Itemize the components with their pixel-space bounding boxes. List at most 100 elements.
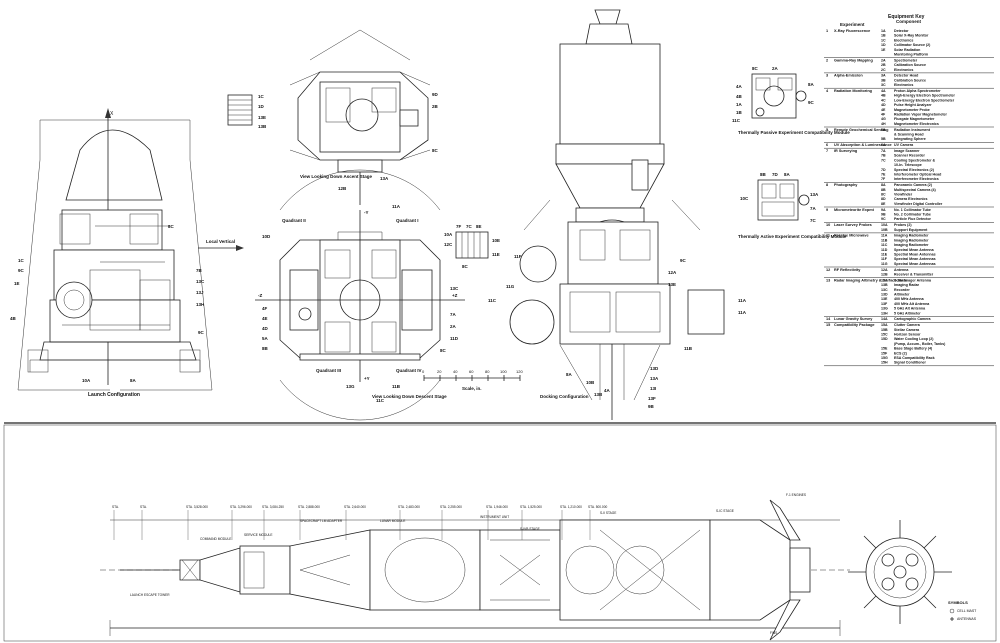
docking-callout: 9B — [648, 404, 655, 409]
equipment-key-code: 10A — [881, 223, 888, 227]
equipment-key-component: Interferometer Optical Head — [894, 173, 941, 177]
equipment-key-col-component: Component — [896, 19, 921, 24]
equipment-key-component: Support Equipment — [894, 228, 928, 232]
launch-callout: 4B — [10, 316, 17, 321]
active-callout: 7C — [810, 218, 817, 223]
equipment-key-component: Multispectral Camera (4) — [894, 188, 937, 192]
equipment-key-component: Probes (2) — [894, 223, 912, 227]
active-callout: 10C — [740, 196, 749, 201]
equipment-key-code: 11G — [881, 262, 888, 266]
equipment-key-code: 5A — [881, 128, 886, 132]
descent-callout: 11D — [450, 336, 459, 341]
launch-callout: 13J — [196, 290, 204, 295]
equipment-key-component: Image Scanner — [894, 149, 920, 153]
passive-callout: 1B — [736, 110, 743, 115]
descent-axis-label: -Y — [364, 210, 369, 215]
docking-callout: 12A — [668, 270, 677, 275]
docking-callout: 11E — [492, 252, 500, 257]
equipment-key-experiment: Radar Imaging Altimetry & Surface State — [834, 278, 907, 282]
docking-callout: 13I — [650, 386, 656, 391]
equipment-key-component: Imaging Radiometer — [894, 243, 929, 247]
equipment-key-code: 13G — [881, 307, 888, 311]
equipment-key-component: Spectral Mean Antenna — [894, 248, 935, 252]
ascent-stage-view: 1C 1D 13E 13B 9D 2B 8C 12B 13A View Look… — [227, 29, 439, 205]
scale-tick: 100 — [500, 369, 507, 374]
docking-callout: 8A — [566, 372, 573, 377]
equipment-key-component: Magnetometer Electronics — [894, 122, 939, 126]
equipment-key-code: 4A — [881, 89, 886, 93]
equipment-key-component: Monitoring Platform — [894, 53, 928, 57]
local-vertical-marker: Local Vertical — [198, 239, 244, 251]
equipment-key-number: 6 — [826, 143, 828, 147]
scale-bar: 0 20 40 60 80 100 120 Scale, in. — [422, 369, 523, 391]
equipment-key-number: 10 — [826, 223, 830, 227]
component-label: FINS — [770, 631, 777, 635]
equipment-key-code: 15C — [881, 333, 888, 337]
equipment-key-experiment: Compatibility Package — [834, 323, 875, 327]
component-label: SERVICE MODULE — [244, 533, 272, 537]
equipment-key-component: Magnetometer Probe — [894, 108, 930, 112]
descent-axis-label: +Y — [364, 376, 370, 381]
equipment-key-component: Clutter Camera — [894, 323, 921, 327]
equipment-key-component: Altimeter — [894, 293, 910, 297]
equipment-key-code: 7B — [881, 154, 886, 158]
equipment-key-code: 12B — [881, 273, 888, 277]
equipment-key-code: 13H — [881, 311, 888, 315]
equipment-key-code: 15A — [881, 323, 888, 327]
docking-callout: 13F — [648, 396, 656, 401]
docking-callout: 7C — [466, 224, 473, 229]
descent-callout: 13G — [346, 384, 355, 389]
equipment-key-component: Spectral Electronics (2) — [894, 168, 935, 172]
equipment-key-code: 1E — [881, 48, 886, 52]
launch-callout: 7B — [196, 268, 203, 273]
docking-callout: 11C — [488, 298, 497, 303]
docking-configuration-caption: Docking Configuration — [540, 394, 589, 399]
launch-callout: 9C — [198, 330, 205, 335]
equipment-key-component: Interferometer Electronics — [894, 177, 939, 181]
component-label: INSTRUMENT UNIT — [480, 515, 509, 519]
equipment-key-component: Panoramic Camera (2) — [894, 183, 933, 187]
station-label: STA. 2,255.000 — [440, 505, 462, 509]
antenna-array-detail: 7F 7C 8E 10E 11E 8C — [455, 224, 500, 269]
equipment-key-code: 8C — [881, 193, 886, 197]
equipment-key-component: No. 1 Collimator Tube — [894, 208, 931, 212]
equipment-key-title: Equipment Key — [888, 14, 925, 20]
equipment-key-code: 11C — [881, 243, 888, 247]
equipment-key-code: 10B — [881, 228, 888, 232]
active-callout: 8B — [760, 172, 767, 177]
equipment-key-code: 8A — [881, 183, 886, 187]
descent-callout: 10D — [262, 234, 271, 239]
quadrant-label: Quadrant III — [316, 368, 341, 373]
station-label: STA. 3,084.250 — [262, 505, 284, 509]
descent-stage-view: -Z +Z -Y +Y Quadrant II Quadrant I Quadr… — [255, 169, 465, 421]
ascent-callout: 13E — [258, 115, 266, 120]
descent-callout: 8C — [440, 348, 447, 353]
equipment-key-component: Calibration Source — [894, 78, 926, 82]
equipment-key-code: 7A — [881, 149, 886, 153]
equipment-key-component: Receiver & Transmitter — [894, 273, 934, 277]
launch-callout: 8A — [130, 378, 137, 383]
equipment-key-number: 5 — [826, 128, 828, 132]
equipment-key-code: 9A — [881, 208, 886, 212]
ascent-callout: 1C — [258, 94, 265, 99]
equipment-key-code: 13D — [881, 293, 888, 297]
equipment-key-component: Radiation Instrument — [894, 128, 931, 132]
ascent-callout: 8C — [432, 148, 439, 153]
equipment-key-experiment: Passive Microwave — [834, 234, 869, 238]
equipment-key-code: 7D — [881, 168, 886, 172]
active-module-view: 8B 7D 8A 10C 13A 7A 7C Thermally Active … — [738, 172, 847, 239]
passive-callout: 9C — [808, 100, 815, 105]
equipment-key-component: Imaging Radar — [894, 283, 920, 287]
station-label: STA. 2,640.000 — [344, 505, 366, 509]
equipment-key-component: Calibration Source — [894, 63, 926, 67]
equipment-key-code: 15H — [881, 361, 888, 365]
equipment-key-component: Water Cooling Loop (2) — [894, 337, 934, 341]
equipment-key-component: ECS (2) — [894, 351, 908, 355]
equipment-key-component: (Pump, Accum., Boiler, Tanks) — [894, 342, 946, 346]
equipment-key-code: 3A — [881, 74, 886, 78]
docking-callout: 11B — [684, 346, 693, 351]
equipment-key-col-experiment: Experiment — [840, 22, 865, 27]
equipment-key-code: 1A — [881, 29, 886, 33]
component-label: COMMAND MODULE — [200, 537, 231, 541]
